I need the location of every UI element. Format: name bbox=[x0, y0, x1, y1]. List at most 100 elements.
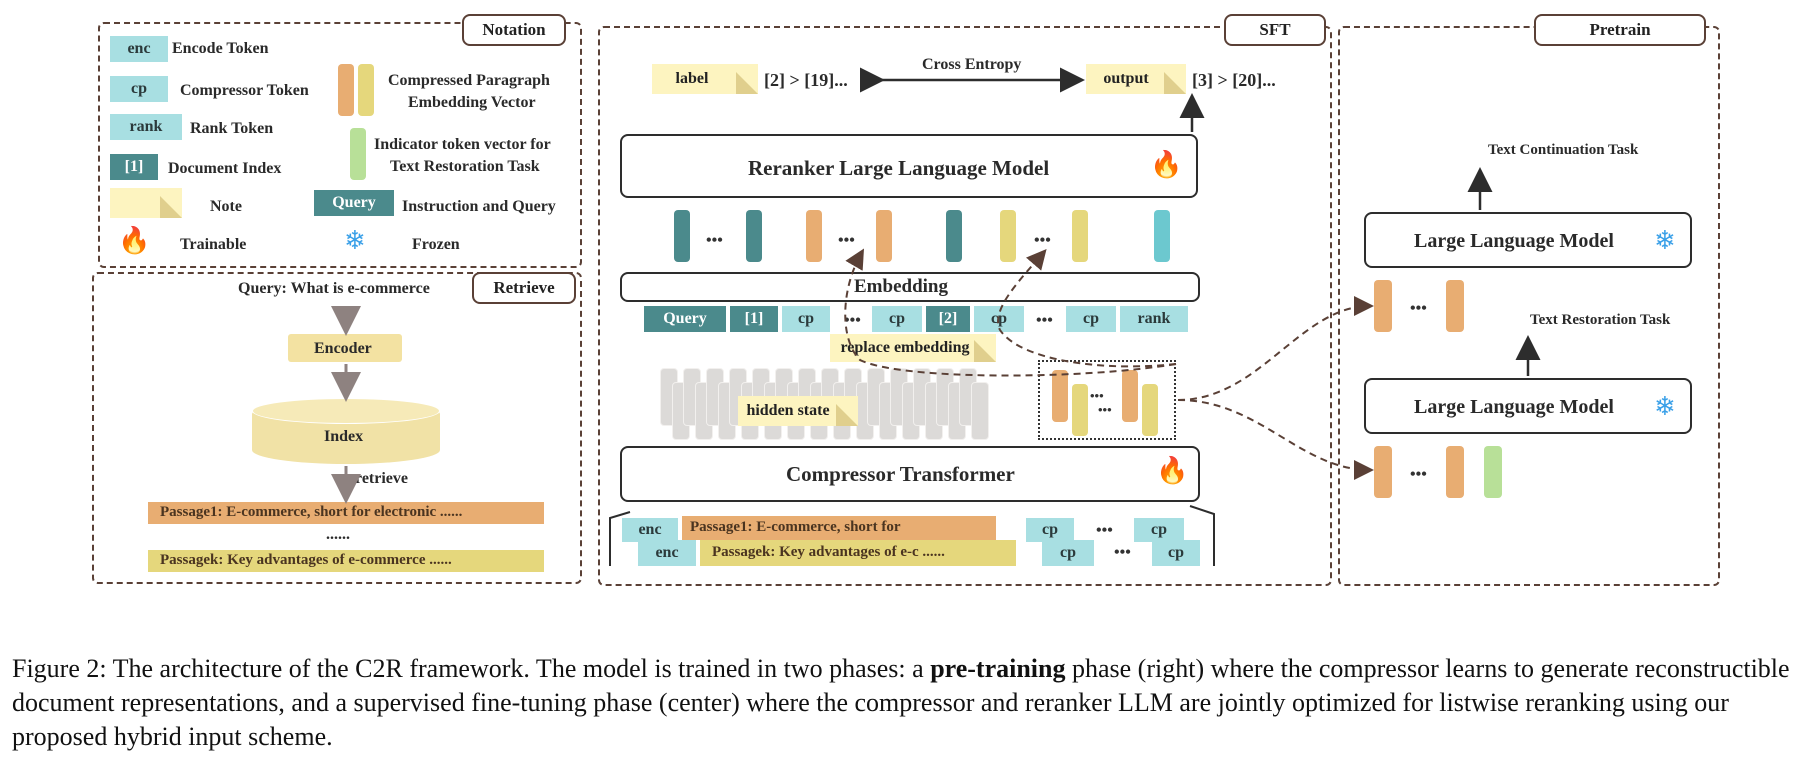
trainable-label: Trainable bbox=[180, 236, 247, 253]
vec-dots-1: ••• bbox=[706, 232, 723, 249]
vec-doc2-b bbox=[1072, 210, 1088, 262]
enc-token-label: Encode Token bbox=[172, 40, 269, 57]
passagek-bar bbox=[148, 550, 544, 572]
input-cp-3: cp bbox=[1042, 540, 1094, 566]
vec-query-2 bbox=[746, 210, 762, 262]
pt-dots-bottom: ••• bbox=[1410, 466, 1427, 483]
compressor-flame-icon: 🔥 bbox=[1156, 456, 1189, 485]
llm-top-box bbox=[1364, 212, 1692, 268]
caption-bold: pre-training bbox=[930, 654, 1066, 683]
token-cp-4: cp bbox=[1066, 306, 1116, 332]
cmp-yellow-1 bbox=[1072, 384, 1088, 436]
cmp-dots-1: ••• bbox=[1090, 388, 1104, 403]
pretrain-tag: Pretrain bbox=[1534, 14, 1706, 46]
cmp-yellow-2 bbox=[1142, 384, 1158, 436]
output-ranking: [3] > [20]... bbox=[1192, 70, 1276, 90]
note-label: Note bbox=[210, 198, 242, 215]
passagek-text: Passagek: Key advantages of e-commerce .… bbox=[160, 552, 452, 568]
input-passage-k-text: Passagek: Key advantages of e-c ...... bbox=[712, 544, 945, 560]
token-cp-2: cp bbox=[872, 306, 922, 332]
input-passage-1 bbox=[682, 516, 996, 540]
restoration-task-label: Text Restoration Task bbox=[1530, 312, 1671, 328]
token-cp-3: cp bbox=[974, 306, 1024, 332]
pt-vec-top-1 bbox=[1374, 280, 1392, 332]
doc-index-label: Document Index bbox=[168, 160, 282, 177]
hidden-state-bar bbox=[971, 382, 989, 440]
input-dots-1: ••• bbox=[1096, 522, 1113, 539]
token-index-1: [1] bbox=[730, 306, 778, 332]
rank-token-swatch: rank bbox=[110, 114, 182, 140]
encoder-label: Encoder bbox=[314, 340, 372, 357]
embedding-label: Embedding bbox=[854, 276, 948, 297]
input-cp-4: cp bbox=[1152, 540, 1200, 566]
enc-token-swatch: enc bbox=[110, 36, 168, 62]
token-rank: rank bbox=[1120, 306, 1188, 332]
vec-doc2-a bbox=[1000, 210, 1016, 262]
input-dots-2: ••• bbox=[1114, 544, 1131, 561]
flame-icon: 🔥 bbox=[118, 226, 151, 255]
retrieve-arrow-label: retrieve bbox=[355, 470, 408, 487]
cp-token-label: Compressor Token bbox=[180, 82, 309, 99]
pt-indicator-vec bbox=[1484, 446, 1502, 498]
figure-caption: Figure 2: The architecture of the C2R fr… bbox=[12, 652, 1792, 754]
llm-top-snowflake-icon: ❄ bbox=[1654, 226, 1676, 255]
snowflake-icon: ❄ bbox=[344, 226, 366, 255]
compressor-transformer-label: Compressor Transformer bbox=[786, 462, 1015, 486]
indicator-label-1: Indicator token vector for bbox=[374, 136, 551, 153]
passage-ellipsis: ...... bbox=[326, 526, 350, 543]
pt-vec-top-2 bbox=[1446, 280, 1464, 332]
vec-dots-2: ••• bbox=[838, 232, 855, 249]
label-note: label bbox=[652, 64, 758, 94]
pretrain-panel bbox=[1338, 26, 1720, 586]
vec-dots-3: ••• bbox=[1034, 232, 1051, 249]
pt-vec-bottom-2 bbox=[1446, 446, 1464, 498]
reranker-llm-box bbox=[620, 134, 1198, 198]
vec-query-1 bbox=[674, 210, 690, 262]
notation-panel bbox=[98, 22, 582, 268]
cmp-dots-2: ••• bbox=[1098, 402, 1112, 417]
vec-rank bbox=[1154, 210, 1170, 262]
llm-bottom-box bbox=[1364, 378, 1692, 434]
note-swatch bbox=[110, 188, 182, 218]
pt-vec-bottom-1 bbox=[1374, 446, 1392, 498]
encoder-box bbox=[288, 334, 402, 362]
retrieve-tag: Retrieve bbox=[472, 272, 576, 304]
indicator-vector-green bbox=[350, 128, 366, 180]
replace-embedding-note: replace embedding bbox=[830, 334, 996, 362]
vec-doc1-a bbox=[806, 210, 822, 262]
hidden-state-note: hidden state bbox=[738, 396, 858, 426]
pt-dots-top: ••• bbox=[1410, 300, 1427, 317]
input-passage-k bbox=[700, 540, 1016, 566]
caption-suffix: phase (right) where the compressor learn… bbox=[12, 654, 1790, 751]
input-cp-1: cp bbox=[1026, 518, 1074, 542]
output-note: output bbox=[1086, 64, 1186, 94]
retrieve-panel bbox=[92, 272, 582, 584]
cross-entropy-label: Cross Entropy bbox=[922, 56, 1022, 73]
compressed-vector-yellow bbox=[358, 64, 374, 116]
input-passage-1-text: Passage1: E-commerce, short for bbox=[690, 519, 901, 535]
index-cylinder-top bbox=[252, 398, 440, 424]
cmp-orange-2 bbox=[1122, 370, 1138, 422]
llm-bottom-snowflake-icon: ❄ bbox=[1654, 392, 1676, 421]
sft-tag: SFT bbox=[1224, 14, 1326, 46]
caption-prefix: Figure 2: The architecture of the C2R fr… bbox=[12, 654, 931, 683]
doc-index-swatch: [1] bbox=[110, 154, 158, 180]
token-dots-2: ••• bbox=[1036, 312, 1053, 329]
frozen-label: Frozen bbox=[412, 236, 460, 253]
passage1-text: Passage1: E-commerce, short for electron… bbox=[160, 504, 463, 520]
query-label: Instruction and Query bbox=[402, 198, 556, 215]
llm-top-label: Large Language Model bbox=[1414, 230, 1614, 252]
cmp-orange-1 bbox=[1052, 370, 1068, 422]
query-swatch: Query bbox=[314, 190, 394, 216]
input-enc-1: enc bbox=[622, 518, 678, 542]
reranker-llm-label: Reranker Large Language Model bbox=[748, 156, 1050, 180]
vec-index-2 bbox=[946, 210, 962, 262]
compressed-vector-orange bbox=[338, 64, 354, 116]
token-index-2: [2] bbox=[926, 306, 970, 332]
llm-bottom-label: Large Language Model bbox=[1414, 396, 1614, 418]
token-query: Query bbox=[644, 306, 726, 332]
retrieve-query: Query: What is e-commerce bbox=[238, 280, 430, 297]
input-cp-2: cp bbox=[1134, 518, 1184, 542]
compressed-label-2: Embedding Vector bbox=[408, 94, 536, 111]
input-enc-k: enc bbox=[638, 540, 696, 566]
